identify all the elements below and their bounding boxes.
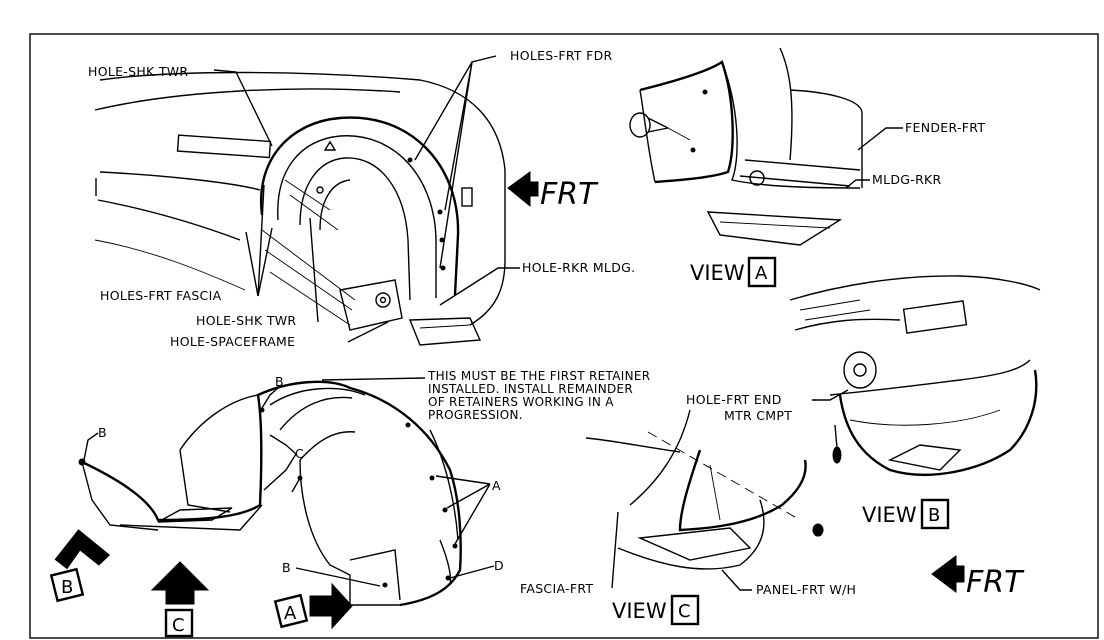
retainer-b-left: B xyxy=(98,425,107,440)
label-hole-shk-twr-top: HOLE-SHK TWR xyxy=(88,64,188,79)
arrow-c-box xyxy=(164,608,194,638)
view-c-leaders xyxy=(611,511,752,591)
direction-arrow-a: A xyxy=(273,582,353,630)
label-hole-spaceframe: HOLE-SPACEFRAME xyxy=(170,334,295,349)
label-panel-frt-wh: PANEL-FRT W/H xyxy=(756,582,856,597)
retainer-d: D xyxy=(494,558,504,573)
view-c-letter: C xyxy=(678,601,691,622)
view-b-caption: VIEW B xyxy=(862,498,950,530)
diagram-frame xyxy=(29,33,1099,639)
frt-label-top: FRT xyxy=(540,177,599,212)
direction-arrow-c: C xyxy=(150,561,210,638)
label-holes-frt-fdr: HOLES-FRT FDR xyxy=(510,48,613,63)
arrow-b-letter: B xyxy=(61,577,73,598)
retainer-note-line-1: THIS MUST BE THE FIRST RETAINER xyxy=(427,369,650,383)
label-fender-frt: FENDER-FRT xyxy=(905,120,985,135)
label-hole-frt-end: HOLE-FRT END xyxy=(686,392,782,407)
arrow-c-letter: C xyxy=(172,615,185,636)
label-holes-frt-fascia: HOLES-FRT FASCIA xyxy=(100,288,222,303)
frt-label-bottom: FRT xyxy=(966,565,1025,600)
label-fascia-frt: FASCIA-FRT xyxy=(520,581,593,596)
view-a-leaders xyxy=(845,127,903,189)
view-a-illustration xyxy=(629,47,863,246)
retainer-b-bottom: B xyxy=(282,560,291,575)
frt-arrow-bottom: FRT xyxy=(931,555,1025,600)
view-b-illustration xyxy=(789,275,1041,476)
label-mldg-rkr: MLDG-RKR xyxy=(872,172,942,187)
view-b-leader xyxy=(812,389,849,401)
view-b-word: VIEW xyxy=(862,503,917,527)
view-c-illustration xyxy=(585,409,824,570)
retainer-a: A xyxy=(492,478,501,493)
retainer-b-top: B xyxy=(275,374,284,389)
arrow-a-box xyxy=(273,593,309,629)
retainer-note-line-2: INSTALLED. INSTALL REMAINDER xyxy=(428,382,633,396)
arrow-a-letter: A xyxy=(284,603,297,624)
view-b-box xyxy=(920,498,950,530)
label-hole-shk-twr-bottom: HOLE-SHK TWR xyxy=(196,313,296,328)
view-c-box xyxy=(670,594,700,626)
retainer-c: C xyxy=(295,446,304,461)
frt-arrow-top: FRT xyxy=(507,171,599,212)
retainer-note-line-4: PROGRESSION. xyxy=(428,408,523,422)
view-a-box xyxy=(747,256,777,288)
view-c-caption: VIEW C xyxy=(612,594,700,626)
arrow-b-box xyxy=(49,567,85,603)
main-wheelhouse-view xyxy=(94,71,506,346)
view-a-caption: VIEW A xyxy=(690,256,777,288)
label-mtr-cmpt: MTR CMPT xyxy=(724,408,792,423)
view-a-letter: A xyxy=(755,263,768,284)
view-b-letter: B xyxy=(928,505,940,526)
retainer-note-line-3: OF RETAINERS WORKING IN A xyxy=(428,395,614,409)
main-view-leaders xyxy=(213,55,520,343)
exploded-wheelhouse-panel xyxy=(78,380,462,607)
view-c-word: VIEW xyxy=(612,599,667,623)
retainer-leaders xyxy=(83,377,495,587)
direction-arrow-b: B xyxy=(49,529,111,603)
view-a-word: VIEW xyxy=(690,261,745,285)
label-hole-rkr-mldg: HOLE-RKR MLDG. xyxy=(522,260,635,275)
